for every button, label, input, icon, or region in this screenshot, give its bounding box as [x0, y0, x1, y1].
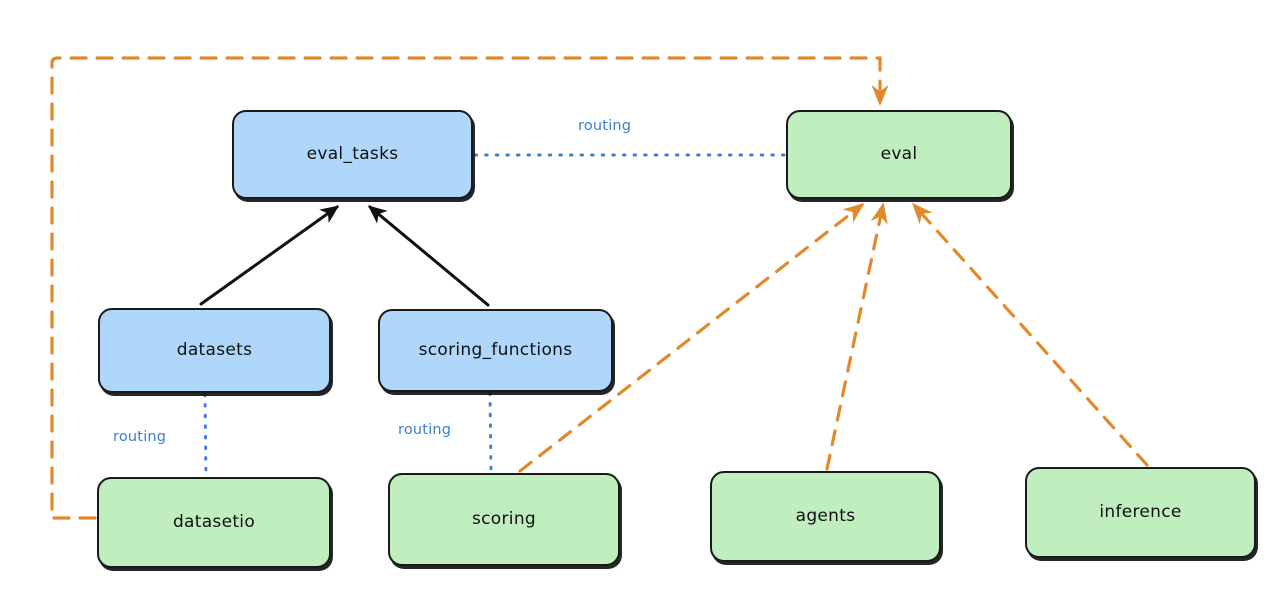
edge-label-routing-eval-tasks-eval: routing [578, 118, 632, 134]
edge-agents-to-eval [825, 202, 888, 471]
node-scoring-functions[interactable]: scoring_functions [378, 309, 613, 392]
node-label: eval_tasks [306, 144, 399, 165]
edge-scoring-to-eval [518, 203, 865, 473]
node-datasetio[interactable]: datasetio [97, 477, 331, 568]
edge-label-routing-datasets-datasetio: routing [113, 429, 167, 445]
node-scoring[interactable]: scoring [388, 473, 620, 566]
node-eval-tasks[interactable]: eval_tasks [232, 110, 473, 199]
node-label: datasetio [172, 512, 256, 533]
node-label: scoring_functions [418, 340, 573, 361]
node-label: eval [880, 144, 918, 165]
node-datasets[interactable]: datasets [98, 308, 331, 393]
edge-datasets-to-datasetio [203, 392, 208, 478]
node-eval[interactable]: eval [786, 110, 1012, 199]
edge-datasetio-to-eval [50, 56, 889, 520]
node-agents[interactable]: agents [710, 471, 941, 562]
edge-datasets-to-eval-tasks [199, 205, 340, 306]
node-label: agents [795, 506, 856, 527]
node-label: scoring [472, 509, 536, 530]
edge-label-routing-scoring-functions-scoring: routing [398, 422, 452, 438]
edge-inference-to-eval [912, 202, 1149, 467]
edge-scoring-functions-to-eval-tasks [367, 205, 490, 307]
node-label: datasets [176, 340, 253, 361]
node-label: inference [1099, 502, 1182, 523]
edge-scoring-functions-to-scoring [488, 391, 493, 474]
node-inference[interactable]: inference [1025, 467, 1256, 558]
